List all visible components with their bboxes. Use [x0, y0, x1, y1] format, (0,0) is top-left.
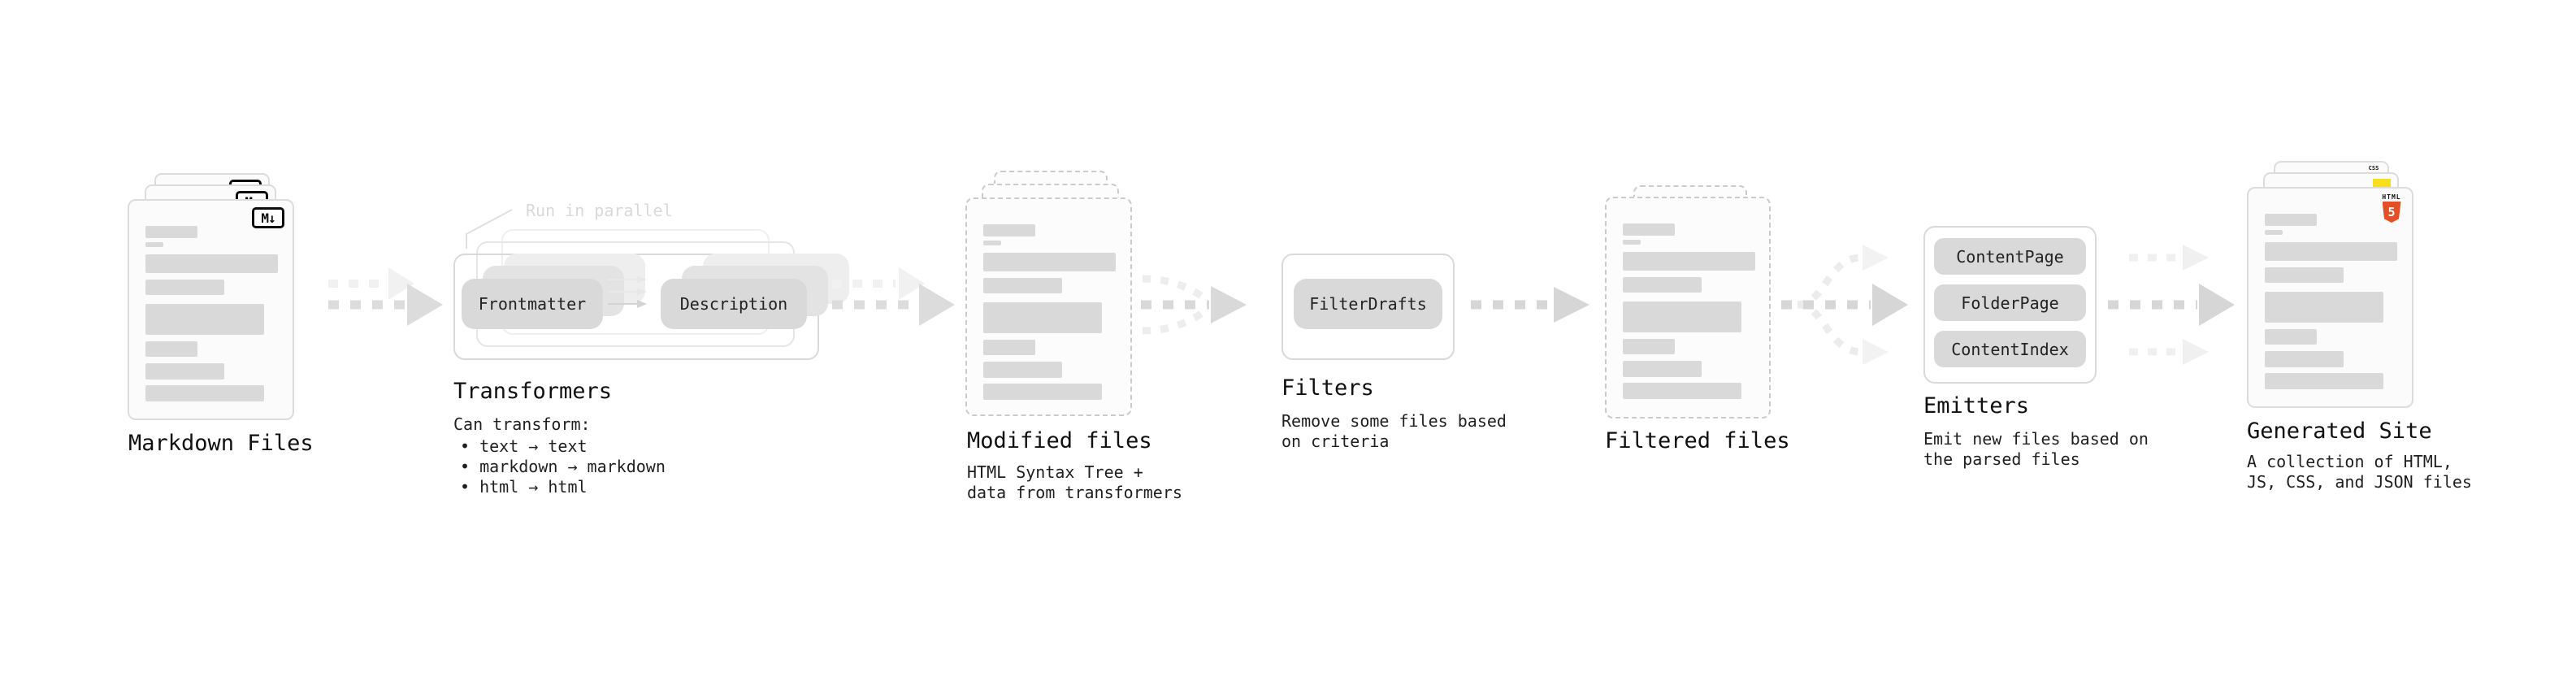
transformers-bullet: • html → html	[460, 477, 588, 497]
skeleton-line	[1623, 361, 1702, 377]
skeleton-line	[983, 278, 1062, 293]
description-pill: Description	[661, 279, 807, 329]
skeleton-line	[1623, 277, 1702, 293]
skeleton-line	[983, 362, 1062, 378]
skeleton-line	[145, 304, 264, 335]
pill-to-pill-arrows	[608, 275, 647, 308]
skeleton-line	[983, 241, 1001, 245]
generated-site-label: Generated Site	[2247, 419, 2432, 444]
skeleton-line	[2265, 242, 2397, 261]
skeleton-line	[145, 385, 264, 401]
javascript-icon	[2373, 179, 2391, 188]
transformers-label: Transformers	[453, 379, 613, 404]
skeleton-line	[1623, 240, 1641, 245]
arrow-filtered-to-emitters	[1781, 245, 1908, 365]
skeleton-line	[1623, 339, 1675, 354]
arrow-markdown-to-transformers	[328, 267, 443, 326]
skeleton-line	[2265, 230, 2283, 235]
markdown-files-label: Markdown Files	[128, 431, 314, 456]
skeleton-line	[145, 254, 278, 273]
skeleton-line	[983, 340, 1035, 355]
modified-files-desc: data from transformers	[967, 483, 1182, 502]
filters-label: Filters	[1281, 375, 1374, 401]
emitters-desc: Emit new files based on	[1923, 429, 2149, 449]
arrow-transformers-to-modified	[832, 267, 955, 326]
skeleton-line	[2265, 329, 2317, 345]
folderpage-pill: FolderPage	[1934, 284, 2086, 321]
filterdrafts-pill: FilterDrafts	[1294, 279, 1442, 329]
skeleton-line	[1623, 383, 1741, 399]
generated-site-desc: A collection of HTML,	[2247, 452, 2452, 471]
skeleton-line	[145, 242, 163, 247]
skeleton-line	[2265, 373, 2383, 389]
skeleton-line	[983, 224, 1035, 236]
skeleton-line	[1623, 301, 1741, 332]
modified-file-card	[965, 197, 1132, 416]
arrow-filters-to-filtered	[1471, 287, 1589, 323]
skeleton-line	[145, 363, 224, 380]
generated-site-desc: JS, CSS, and JSON files	[2247, 472, 2472, 492]
arrow-modified-to-filters	[1141, 275, 1247, 335]
filters-desc: on criteria	[1281, 432, 1390, 451]
html5-icon-shield: 5	[2382, 202, 2401, 223]
skeleton-line	[983, 253, 1116, 271]
contentindex-pill: ContentIndex	[1934, 331, 2086, 367]
skeleton-line	[145, 341, 197, 357]
css-icon-text: CSS	[2368, 165, 2379, 171]
filtered-file-card	[1605, 197, 1771, 419]
markdown-file-card: M↓	[128, 199, 294, 420]
filtered-files-label: Filtered files	[1605, 428, 1790, 453]
skeleton-line	[2265, 214, 2317, 226]
skeleton-line	[2265, 292, 2383, 323]
transformers-bullet: • text → text	[460, 436, 588, 456]
skeleton-line	[983, 302, 1102, 333]
generated-html-card: HTML 5	[2247, 187, 2413, 408]
skeleton-line	[1623, 223, 1675, 236]
filters-desc: Remove some files based	[1281, 411, 1507, 431]
skeleton-line	[2265, 267, 2344, 283]
emitters-desc: the parsed files	[1923, 449, 2080, 469]
run-in-parallel-note: Run in parallel	[526, 201, 673, 220]
transformers-bullet: • markdown → markdown	[460, 457, 666, 476]
html5-icon: HTML 5	[2381, 193, 2402, 223]
skeleton-line	[983, 384, 1102, 400]
skeleton-line	[2265, 351, 2344, 367]
arrow-emitters-to-generated	[2108, 245, 2235, 365]
emitters-label: Emitters	[1923, 393, 2030, 419]
note-callout-line	[466, 209, 513, 249]
modified-files-desc: HTML Syntax Tree +	[967, 462, 1143, 482]
skeleton-line	[145, 226, 197, 238]
transformers-desc-title: Can transform:	[453, 414, 591, 434]
html5-icon-text: HTML	[2382, 193, 2401, 201]
skeleton-line	[1623, 252, 1755, 271]
markdown-icon: M↓	[252, 207, 284, 228]
contentpage-pill: ContentPage	[1934, 238, 2086, 275]
modified-files-label: Modified files	[967, 428, 1152, 453]
frontmatter-pill: Frontmatter	[462, 279, 603, 329]
skeleton-line	[145, 280, 224, 295]
